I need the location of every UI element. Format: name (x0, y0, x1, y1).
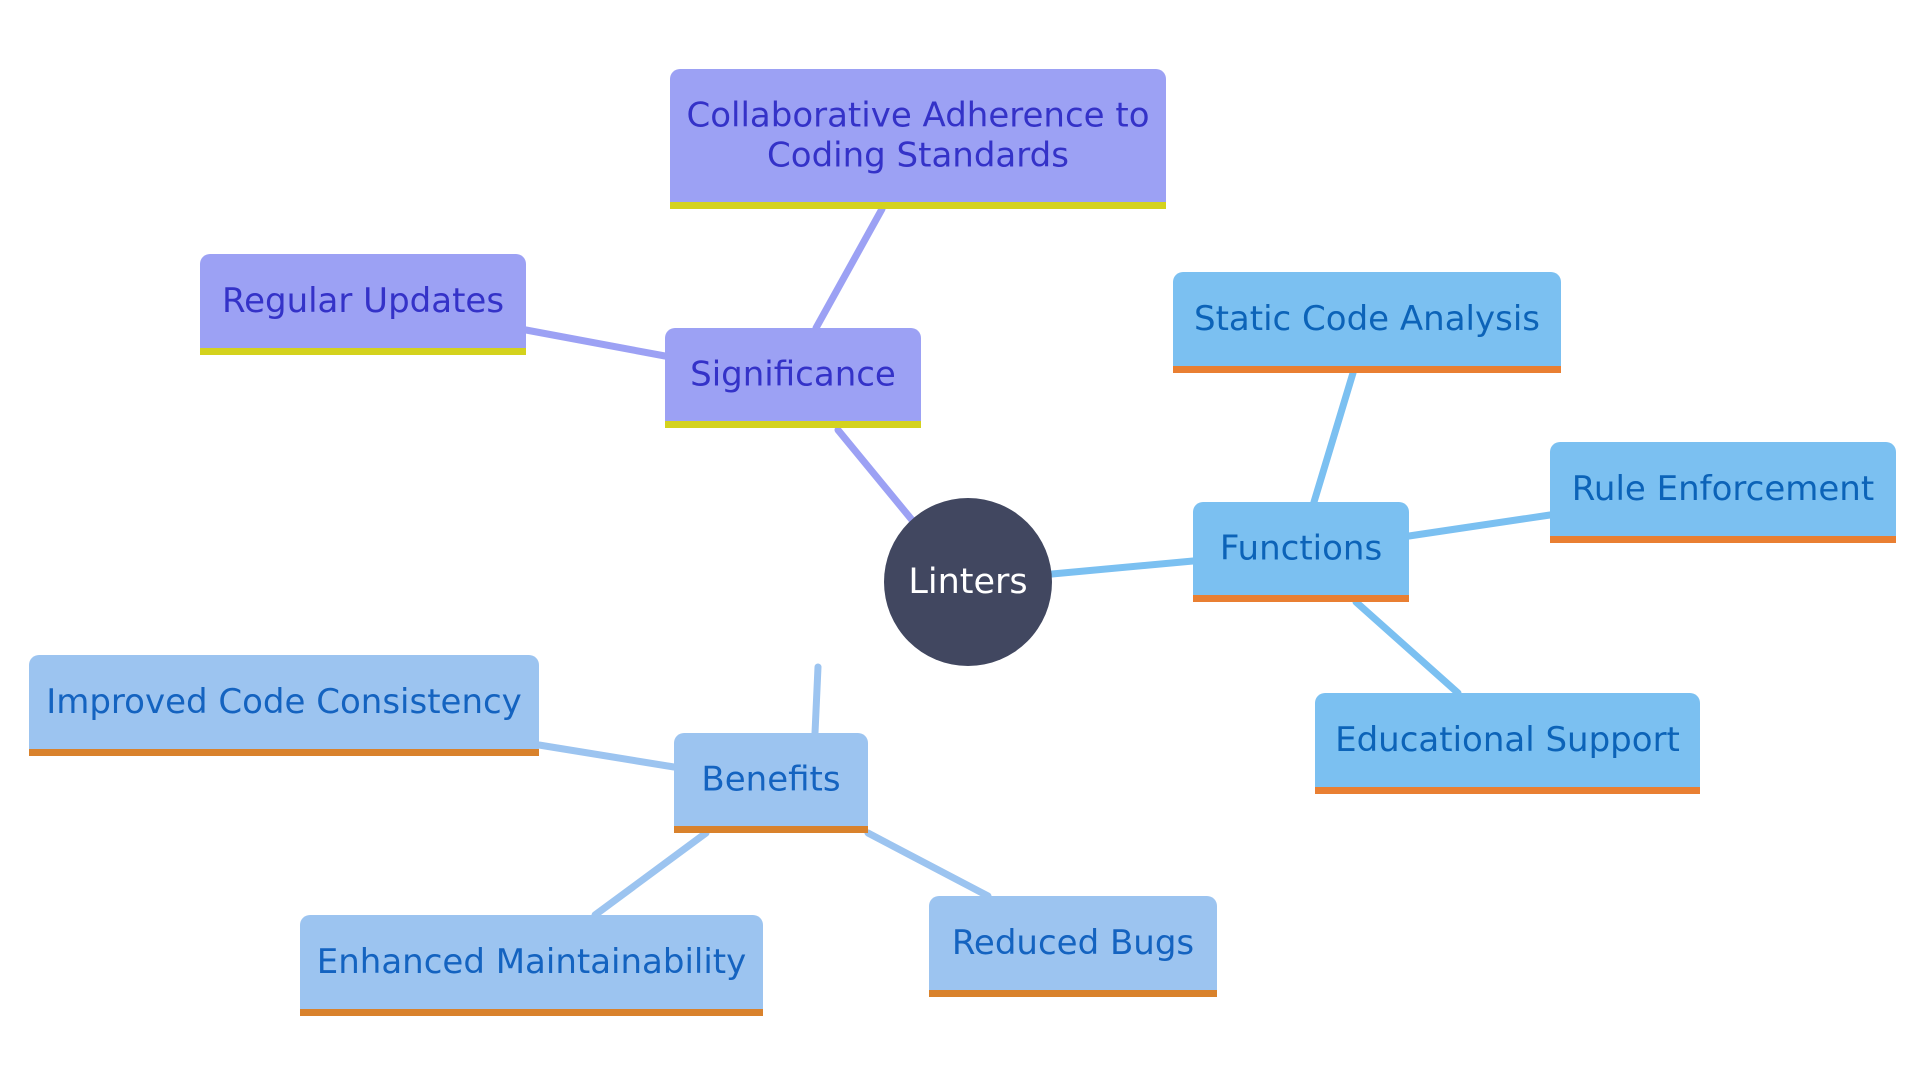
leaf-collaborative-label-line-2: Coding Standards (767, 136, 1069, 176)
branch-significance-box (665, 328, 921, 421)
edge-benefits-reduced-bugs (864, 829, 992, 900)
edge-significance-regular-updates (522, 326, 669, 360)
branch-benefits-box (674, 733, 868, 826)
leaf-static-code-analysis: Static Code Analysis (1173, 272, 1561, 373)
leaf-static-code-analysis-underline (1173, 366, 1561, 373)
leaf-rule-enforcement-underline (1550, 536, 1896, 543)
leaf-improved-code-consistency-box (29, 655, 539, 749)
branch-benefits: Benefits (674, 733, 868, 833)
leaf-improved-code-consistency-box-base (29, 739, 539, 749)
branch-significance-underline (665, 421, 921, 428)
branch-benefits-underline (674, 826, 868, 833)
leaf-enhanced-maintainability-label: Enhanced Maintainability (317, 942, 747, 982)
leaf-static-code-analysis-box (1173, 272, 1561, 366)
leaf-reduced-bugs-box-base (929, 980, 1217, 990)
leaf-improved-code-consistency-label: Improved Code Consistency (46, 682, 522, 722)
edge-functions-rule-enforcement (1405, 511, 1554, 540)
leaf-rule-enforcement-box (1550, 442, 1896, 536)
leaf-educational-support-box (1315, 693, 1700, 787)
leaf-reduced-bugs-box (929, 896, 1217, 990)
leaf-enhanced-maintainability-box-base (300, 999, 763, 1009)
leaf-educational-support-box-base (1315, 777, 1700, 787)
branch-functions-box (1193, 502, 1409, 595)
edge-significance-collaborative (812, 205, 886, 332)
leaf-reduced-bugs-label: Reduced Bugs (952, 923, 1194, 963)
leaf-regular-updates-underline (200, 348, 526, 355)
leaf-collaborative-box-base (670, 192, 1166, 202)
edge-root-significance (834, 426, 916, 524)
branch-benefits-label: Benefits (701, 760, 840, 800)
branch-significance-box-base (665, 411, 921, 421)
branch-functions-underline (1193, 595, 1409, 602)
leaf-rule-enforcement-label: Rule Enforcement (1572, 469, 1874, 509)
branch-functions-box-base (1193, 585, 1409, 595)
edge-functions-static-code-analysis (1310, 369, 1357, 506)
leaf-collaborative-box (670, 69, 1166, 202)
leaf-enhanced-maintainability-box (300, 915, 763, 1009)
leaf-educational-support: Educational Support (1315, 693, 1700, 794)
root-node: Linters (884, 498, 1052, 666)
leaf-educational-support-label: Educational Support (1335, 720, 1680, 760)
leaf-static-code-analysis-box-base (1173, 356, 1561, 366)
leaf-regular-updates-box (200, 254, 526, 348)
branch-functions-label: Functions (1220, 529, 1382, 569)
root-circle (884, 498, 1052, 666)
leaf-educational-support-underline (1315, 787, 1700, 794)
edge-benefits-enhanced-maintainability (591, 829, 710, 919)
leaf-rule-enforcement-box-base (1550, 526, 1896, 536)
leaf-regular-updates: Regular Updates (200, 254, 526, 355)
leaf-collaborative-underline (670, 202, 1166, 209)
leaf-enhanced-maintainability-underline (300, 1009, 763, 1016)
diagram-nodes: Linters Significance Collaborative Adheren… (29, 69, 1896, 1016)
leaf-enhanced-maintainability: Enhanced Maintainability (300, 915, 763, 1016)
edge-root-functions (1048, 557, 1197, 578)
leaf-reduced-bugs: Reduced Bugs (929, 896, 1217, 997)
leaf-regular-updates-box-base (200, 338, 526, 348)
leaf-static-code-analysis-label: Static Code Analysis (1194, 299, 1540, 339)
branch-benefits-box-base (674, 816, 868, 826)
edge-benefits-improved-code-consistency (535, 741, 678, 771)
root-label: Linters (908, 562, 1027, 602)
branch-significance: Significance (665, 328, 921, 428)
leaf-regular-updates-label: Regular Updates (222, 281, 504, 321)
edge-functions-educational-support (1352, 598, 1462, 697)
connector-lines (522, 205, 1554, 919)
edge-root-benefits (811, 663, 822, 737)
branch-significance-label: Significance (690, 355, 896, 395)
leaf-reduced-bugs-underline (929, 990, 1217, 997)
branch-functions: Functions (1193, 502, 1409, 602)
leaf-improved-code-consistency: Improved Code Consistency (29, 655, 539, 756)
leaf-collaborative-label-line-1: Collaborative Adherence to (686, 96, 1149, 136)
leaf-rule-enforcement: Rule Enforcement (1550, 442, 1896, 543)
leaf-improved-code-consistency-underline (29, 749, 539, 756)
